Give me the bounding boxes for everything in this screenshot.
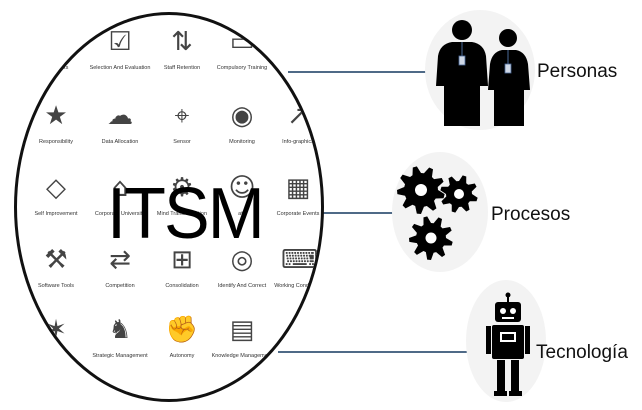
branch-label-procesos: Procesos (491, 204, 571, 225)
person-icon: ☺ (228, 173, 256, 203)
grid-cell: ✶ (23, 313, 89, 353)
grid-cell-caption: Info-graphics (282, 139, 314, 145)
person-light-icon: ☀ (286, 315, 310, 345)
grid-cell-caption: Staff Retention (163, 65, 201, 71)
chess-icon: ♞ (108, 315, 132, 345)
grid-cell-caption: Responsibility (39, 139, 73, 145)
grid-cell-caption: Monitoring (229, 139, 255, 145)
grid-cell-caption: Corporate Events (276, 211, 320, 217)
grid-cell: ⌨ Working Conditions (265, 243, 322, 289)
icon-grid: ⚇ Of Talents ☑ Selection And Evaluation ⇅ Sta… (17, 15, 322, 399)
grid-cell-caption: Consolidation (165, 283, 199, 289)
diamond-icon: ◇ (46, 173, 66, 203)
grid-cell-caption: Knowledge Management (211, 353, 273, 359)
grid-cell: ♞ Strategic Management (87, 313, 153, 359)
grid-cell: ◇ Self Improvement (23, 171, 89, 217)
staff-retention-icon: ⇅ (171, 27, 193, 57)
grid-cell: ⊞ Consolidation (149, 243, 215, 289)
cloud-gears-icon: ☁ (107, 101, 133, 131)
itsm-title: ITSM (107, 174, 265, 254)
grid-cell: ▤ Knowledge Management (209, 313, 275, 359)
branch-label-tecnologia: Tecnología (536, 342, 628, 363)
grid-cell-caption: Identify And Correct (217, 283, 267, 289)
stars-hand-icon: ★ (44, 101, 68, 131)
grid-cell: ↗ Info-graphics (265, 99, 321, 145)
grid-cell: ⇅ Staff Retention (149, 25, 215, 71)
fingerprint-icon: ◎ (230, 245, 254, 275)
desk-icon: ⌨ (281, 245, 319, 275)
grid-cell: ⚒ Software Tools (23, 243, 89, 289)
competition-icon: ⇄ (109, 245, 131, 275)
grid-cell-caption: Mind Transformation (156, 211, 208, 217)
connector-procesos (322, 212, 400, 214)
grid-cell-caption: Corporate University (94, 211, 146, 217)
grid-cell-caption: Compulsory Training (216, 65, 268, 71)
eye-icon: ◉ (230, 101, 254, 131)
person-idea-icon: ✶ (45, 315, 67, 345)
presentation-icon: ▭ (229, 27, 255, 57)
grid-cell: ☺ ate (209, 171, 275, 217)
checklist-icon: ☑ (108, 27, 132, 57)
grid-cell: ⚇ Of Talents (23, 25, 89, 71)
grid-cell: ☁ Data Allocation (87, 99, 153, 145)
calendar-icon: ▦ (285, 173, 311, 203)
fist-icon: ✊ (165, 315, 199, 345)
grid-cell: ☀ (265, 313, 321, 353)
grid-cell: ▭ Compulsory Training (209, 25, 275, 71)
grid-cell: ★ Responsibility (23, 99, 89, 145)
grid-cell-caption: Data Allocation (101, 139, 139, 145)
grid-cell-caption: Of Talents (43, 65, 69, 71)
grid-cell: ◎ Identify And Correct (209, 243, 275, 289)
grid-cell: ⇄ Competition (87, 243, 153, 289)
grid-cell: ⌇ Predictive An (265, 25, 321, 71)
connector-personas (288, 71, 448, 73)
robot-icon (486, 292, 530, 396)
grid-cell-caption: Self Improvement (34, 211, 78, 217)
grid-cell: ⚙ Mind Transformation (149, 171, 215, 217)
tools-box-icon: ⚒ (44, 245, 68, 275)
grid-cell: ☑ Selection And Evaluation (87, 25, 153, 71)
people-silhouettes-icon (436, 20, 530, 126)
grid-cell: ⌂ Corporate University (87, 171, 153, 217)
grid-cell-caption: Competition (105, 283, 135, 289)
grid-cell-caption: Software Tools (38, 283, 74, 289)
gears-icon: ⚙ (170, 173, 194, 203)
grid-cell-caption: Autonomy (169, 353, 195, 359)
grid-cell-caption: Predictive An (281, 65, 315, 71)
branch-label-personas: Personas (537, 61, 618, 82)
grid-cell-caption: ate (238, 211, 246, 217)
itsm-circle: ⚇ Of Talents ☑ Selection And Evaluation ⇅ Sta… (14, 12, 324, 402)
grid-cell-caption: Strategic Management (92, 353, 148, 359)
grid-cell-caption: Working Conditions (274, 283, 322, 289)
grid-cell-caption: Selection And Evaluation (89, 65, 151, 71)
analytics-icon: ⌇ (291, 27, 305, 57)
document-icon: ▤ (229, 315, 255, 345)
connector-tecnologia (278, 351, 468, 353)
grid-cell-caption: Sensor (173, 139, 191, 145)
puzzle-icon: ⊞ (171, 245, 193, 275)
grid-cell: ✊ Autonomy (149, 313, 215, 359)
university-icon: ⌂ (111, 173, 129, 203)
grid-cell: ▦ Corporate Events (265, 171, 321, 217)
gears-icon (397, 166, 478, 260)
sensor-icon: ⌖ (174, 101, 190, 131)
grid-cell: ◉ Monitoring (209, 99, 275, 145)
people-icon: ⚇ (44, 27, 68, 57)
grid-cell: ⌖ Sensor (149, 99, 215, 145)
line-graph-icon: ↗ (287, 101, 309, 131)
